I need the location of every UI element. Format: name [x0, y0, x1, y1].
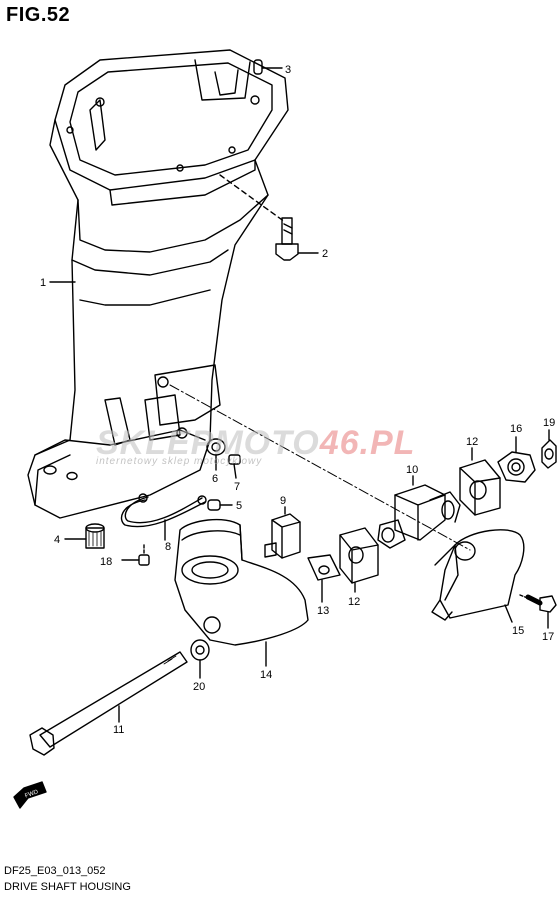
part-5-screw: [207, 499, 233, 511]
callout-14: 14: [260, 669, 272, 681]
fwd-arrow-icon: FWD: [13, 781, 47, 809]
watermark-accent: 46.PL: [319, 424, 416, 462]
watermark-subtitle: internetowy sklep motocyklowy: [96, 456, 263, 467]
callout-2: 2: [322, 248, 328, 260]
part-9-rubber-mount: [264, 506, 301, 559]
callout-16: 16: [510, 423, 522, 435]
part-13-washer-plate: [307, 554, 341, 603]
callout-20: 20: [193, 681, 205, 693]
part-7-screw: [228, 454, 241, 479]
callout-7: 7: [234, 481, 240, 493]
callout-4: 4: [54, 534, 60, 546]
callout-12-left: 12: [348, 596, 360, 608]
callout-6: 6: [212, 473, 218, 485]
figure-caption: DRIVE SHAFT HOUSING: [4, 881, 131, 893]
callout-17: 17: [542, 631, 554, 643]
part-12-mount-rubber-left: [339, 527, 379, 593]
part-15-mount-cover: [431, 529, 525, 623]
callout-12-right: 12: [466, 436, 478, 448]
watermark-main: SKLEPMOTO: [96, 424, 320, 462]
callout-18: 18: [100, 556, 112, 568]
callout-labels: 1 2 3 4 5 6 7 8 9 10 11 12 12 13 14 15 1…: [40, 64, 555, 736]
part-11-long-bolt: [29, 651, 188, 756]
part-19-cap: [541, 429, 557, 469]
callout-11: 11: [113, 724, 124, 736]
part-16-nut: [497, 436, 536, 483]
callout-3: 3: [285, 64, 291, 76]
callout-13: 13: [317, 605, 329, 617]
watermark: SKLEPMOTO46.PL: [96, 424, 415, 463]
part-17-bolt: [519, 594, 557, 629]
part-8-ground-wire: [120, 493, 207, 541]
callout-1: 1: [40, 277, 46, 289]
part-10-mount-bracket: [377, 475, 461, 549]
part-1-drive-shaft-housing: [27, 49, 289, 519]
fwd-label: FWD: [24, 789, 40, 800]
part-20-washer: [190, 639, 210, 679]
callout-19: 19: [543, 417, 555, 429]
callout-8: 8: [165, 541, 171, 553]
figure-title: FIG.52: [6, 4, 71, 26]
callout-9: 9: [280, 495, 286, 507]
callout-15: 15: [512, 625, 524, 637]
part-3-pin: [253, 59, 283, 75]
part-18-screw: [121, 544, 150, 566]
callout-10: 10: [406, 464, 418, 476]
part-12-mount-rubber-right: [459, 447, 501, 516]
figure-code: DF25_E03_013_052: [4, 865, 106, 877]
part-4-plug: [64, 523, 105, 549]
part-2-bolt: [219, 174, 319, 261]
callout-5: 5: [236, 500, 242, 512]
part-14-lower-mount-housing: [174, 518, 309, 667]
part-6-grommet: [206, 438, 226, 471]
